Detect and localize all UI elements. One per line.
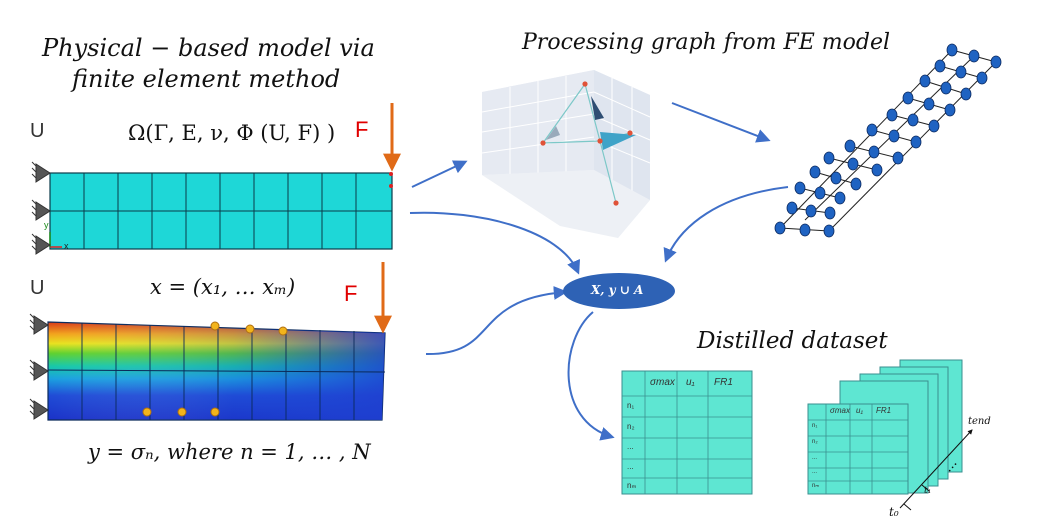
table1-header-f: FR1	[714, 377, 733, 388]
table1-row: n₂	[627, 422, 635, 431]
table2-header-u: u₁	[856, 406, 863, 415]
table2-row: nₘ	[812, 483, 820, 489]
table1-row: ...	[627, 462, 634, 471]
3d-graph-plot	[481, 70, 651, 238]
distilled-table-stack	[807, 359, 963, 495]
table-2-grid	[808, 404, 908, 494]
table2-row: ...	[812, 469, 818, 475]
table2-header-f: FR1	[876, 406, 892, 415]
dataset-title: Distilled dataset	[697, 328, 888, 354]
table1-row: ...	[627, 442, 634, 451]
distilled-table-1	[621, 370, 753, 495]
table2-row: n₁	[812, 423, 818, 429]
deformed-stress-mesh	[47, 321, 386, 421]
time-axis	[899, 429, 973, 509]
table2-row: n₂	[812, 439, 818, 445]
table1-row: n₁	[627, 401, 635, 410]
displacement-label-top: U	[30, 120, 45, 142]
time-end-label: tend	[968, 416, 991, 427]
fixed-support-icon	[29, 313, 49, 420]
fe-graph-network	[774, 43, 1002, 238]
dataset-node-label: X, y ∪ A	[591, 283, 644, 297]
dataset-node-ellipse	[563, 273, 675, 309]
table1-header-u: u₁	[686, 377, 695, 388]
force-label-top: F	[355, 117, 369, 142]
force-label-bottom: F	[344, 281, 358, 306]
y-equation: y = σₙ, where n = 1, … , N	[88, 440, 371, 464]
axis-y-label: y	[44, 220, 49, 230]
left-title-line-1: Physical − based model via	[42, 34, 375, 62]
table1-row: nₘ	[627, 481, 637, 490]
graph-title: Processing graph from FE model	[522, 30, 891, 55]
table2-header-sigma: σmax	[830, 406, 850, 415]
displacement-label-bottom: U	[30, 277, 45, 299]
time-start-label: t₀	[889, 505, 899, 519]
x-equation: x = (x₁, … xₘ)	[150, 275, 296, 299]
table2-row: ...	[812, 455, 818, 461]
table1-header-sigma: σmax	[650, 377, 675, 388]
time-1-label: t₁	[924, 486, 932, 496]
omega-equation: Ω(Γ, E, ν, Φ (U, F) )	[128, 121, 336, 145]
axis-x-label: x	[64, 241, 69, 251]
fixed-support-icon	[31, 161, 51, 255]
left-title-line-2: finite element method	[72, 65, 341, 93]
flow-arrows	[409, 102, 789, 441]
undeformed-mesh	[49, 172, 393, 250]
